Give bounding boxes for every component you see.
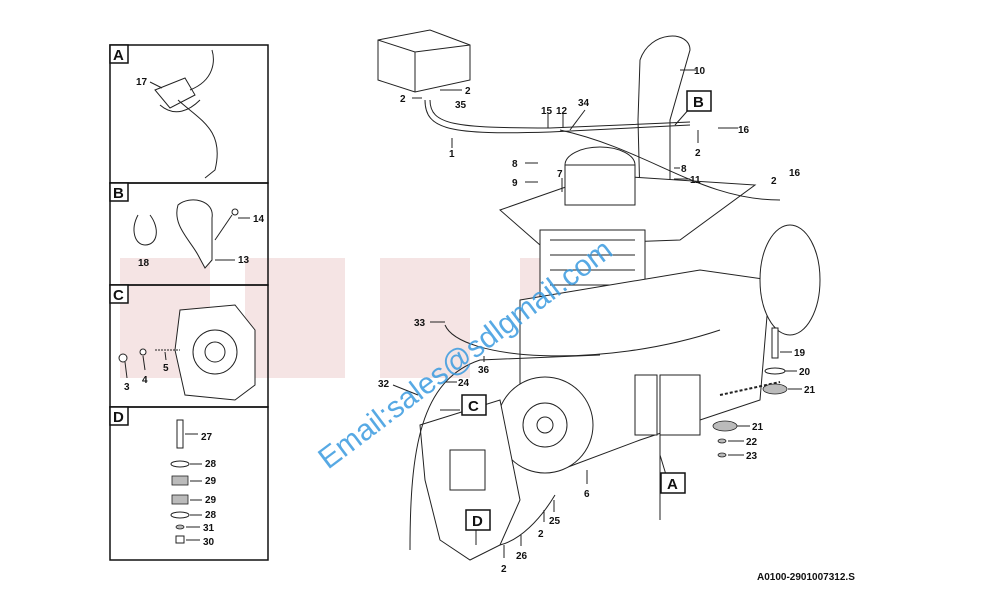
svg-text:16: 16 <box>789 168 801 179</box>
svg-text:3: 3 <box>124 382 130 393</box>
callout-labels: 2 2 35 1 15 12 34 10 16 2 8 9 7 8 11 2 1… <box>378 66 816 575</box>
svg-text:8: 8 <box>681 164 687 175</box>
svg-text:16: 16 <box>738 125 750 136</box>
detail-ref-a: A <box>660 472 686 494</box>
svg-text:11: 11 <box>690 175 701 186</box>
svg-text:8: 8 <box>512 159 518 170</box>
detail-ref-d: D <box>465 509 491 531</box>
svg-text:C: C <box>113 287 124 304</box>
svg-text:21: 21 <box>804 385 816 396</box>
main-assembly <box>377 29 821 561</box>
svg-text:34: 34 <box>578 98 590 109</box>
drawing-code: A0100-2901007312.S <box>757 572 855 583</box>
svg-text:2: 2 <box>771 176 777 187</box>
svg-text:19: 19 <box>794 348 806 359</box>
svg-text:B: B <box>693 94 704 111</box>
svg-text:24: 24 <box>458 378 470 389</box>
svg-text:29: 29 <box>205 495 217 506</box>
svg-text:A: A <box>113 47 124 64</box>
svg-text:18: 18 <box>138 258 150 269</box>
svg-text:A: A <box>667 476 678 493</box>
detail-panel-d: D 27 28 29 29 28 31 30 <box>109 406 269 561</box>
svg-text:7: 7 <box>557 169 563 180</box>
svg-text:28: 28 <box>205 510 217 521</box>
svg-text:35: 35 <box>455 100 467 111</box>
svg-text:13: 13 <box>238 255 250 266</box>
svg-text:32: 32 <box>378 379 390 390</box>
svg-text:31: 31 <box>203 523 215 534</box>
svg-text:10: 10 <box>694 66 706 77</box>
leader-lines <box>392 69 802 558</box>
svg-text:2: 2 <box>400 94 406 105</box>
svg-text:1: 1 <box>449 149 455 160</box>
svg-text:23: 23 <box>746 451 758 462</box>
svg-text:D: D <box>113 409 124 426</box>
svg-text:2: 2 <box>538 529 544 540</box>
detail-panel-a: A 17 <box>109 44 269 184</box>
svg-text:33: 33 <box>414 318 426 329</box>
detail-panel-c: C 3 4 5 <box>109 284 269 408</box>
svg-text:21: 21 <box>752 422 764 433</box>
svg-text:28: 28 <box>205 459 217 470</box>
svg-text:2: 2 <box>465 86 471 97</box>
svg-text:9: 9 <box>512 178 518 189</box>
detail-panel-b: B 14 18 13 <box>109 182 269 286</box>
svg-text:25: 25 <box>549 516 561 527</box>
svg-text:22: 22 <box>746 437 758 448</box>
svg-text:27: 27 <box>201 432 213 443</box>
svg-text:36: 36 <box>478 365 490 376</box>
svg-text:2: 2 <box>695 148 701 159</box>
svg-text:12: 12 <box>556 106 568 117</box>
svg-text:6: 6 <box>584 489 590 500</box>
svg-text:17: 17 <box>136 77 148 88</box>
detail-ref-b: B <box>686 90 712 112</box>
svg-text:4: 4 <box>142 375 148 386</box>
svg-text:14: 14 <box>253 214 265 225</box>
svg-text:2: 2 <box>501 564 507 575</box>
svg-text:26: 26 <box>516 551 528 562</box>
svg-text:29: 29 <box>205 476 217 487</box>
svg-text:15: 15 <box>541 106 553 117</box>
svg-text:20: 20 <box>799 367 811 378</box>
svg-text:30: 30 <box>203 537 215 548</box>
detail-ref-c: C <box>461 394 487 416</box>
svg-text:5: 5 <box>163 363 169 374</box>
svg-text:B: B <box>113 185 124 202</box>
svg-text:C: C <box>468 398 479 415</box>
svg-text:D: D <box>472 513 483 530</box>
